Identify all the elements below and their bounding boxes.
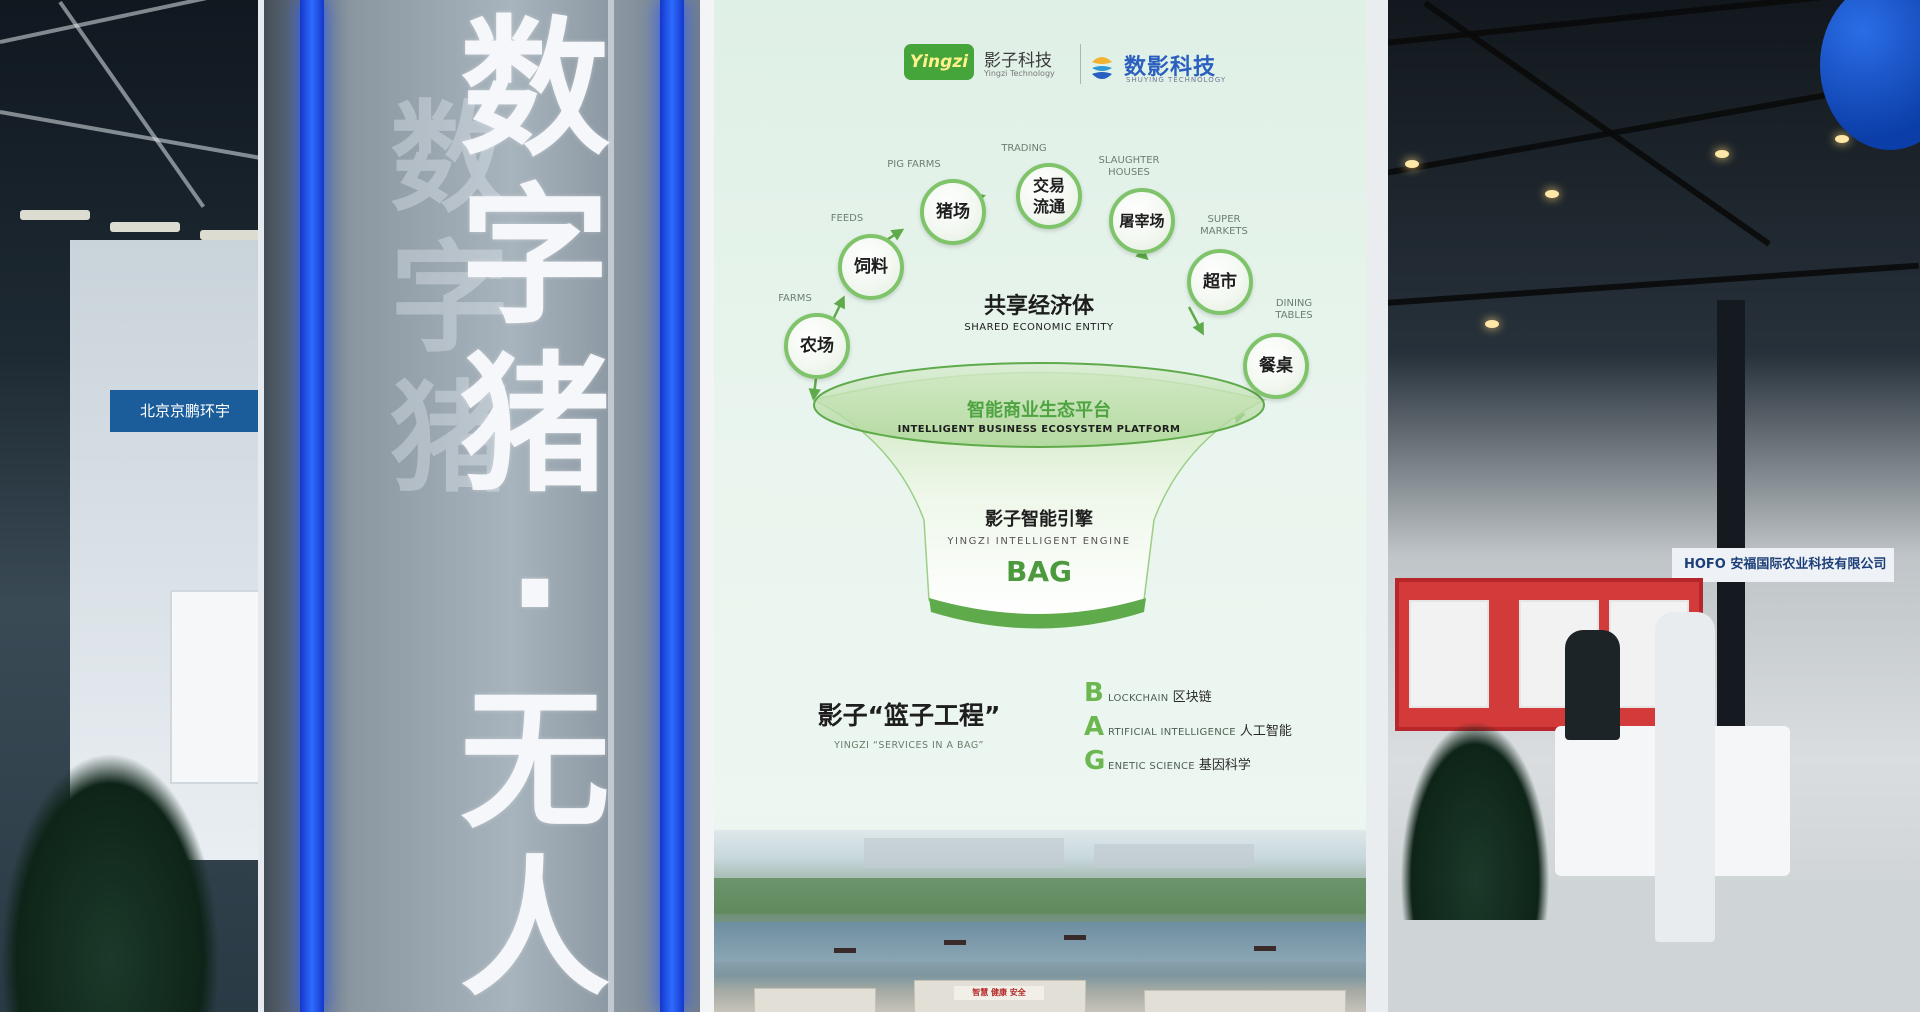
platform-subtitle: INTELLIGENT BUSINESS ECOSYSTEM PLATFORM: [897, 424, 1181, 435]
pig-farms-node: 猪场: [920, 179, 986, 245]
person: [1565, 630, 1620, 740]
bag-word-rest: LOCKCHAIN: [1108, 693, 1169, 704]
trading-node: 交易 流通: [1016, 163, 1082, 229]
person: [1655, 612, 1715, 942]
engine-subtitle: YINGZI INTELLIGENT ENGINE: [947, 536, 1131, 547]
funnel-base: [929, 598, 1146, 629]
slogan-char: 数: [459, 3, 610, 177]
shuying-logo-cn: 数影科技: [1124, 55, 1217, 80]
engine-bag-label: BAG: [1006, 555, 1072, 588]
node-label-en: SLAUGHTER HOUSES: [1098, 155, 1160, 178]
pillar-reflection-text: 数 字 猪: [390, 90, 510, 509]
plant-right: [1400, 720, 1550, 920]
left-booth: 北京京鹏环宇: [70, 240, 264, 860]
yingzi-logo-en: Yingzi Technology: [984, 69, 1055, 78]
platform-title: 智能商业生态平台: [967, 400, 1111, 421]
node-label-en: DINING TABLES: [1275, 298, 1313, 321]
left-booth-sign: 北京京鹏环宇: [110, 390, 260, 432]
bag-row-genetic: G ENETIC SCIENCE 基因科学: [1084, 746, 1364, 780]
slogan-char: 字: [459, 171, 610, 345]
bag-word-cn: 区块链: [1172, 690, 1212, 705]
shuying-logo-icon: [1092, 57, 1112, 79]
funnel-rim: [814, 363, 1264, 447]
bag-word-cn: 基因科学: [1198, 758, 1251, 773]
plant-left: [0, 752, 220, 1012]
bag-word-cn: 人工智能: [1239, 724, 1292, 739]
bag-project-subtitle: YINGZI “SERVICES IN A BAG”: [834, 740, 984, 751]
bag-word-rest: ENETIC SCIENCE: [1108, 761, 1195, 772]
node-label-en: TRADING: [1001, 143, 1047, 154]
bag-project-title: 影子“篮子工程”: [817, 701, 1001, 730]
shared-economy-subtitle: SHARED ECONOMIC ENTITY: [964, 322, 1114, 333]
shared-economy-title: 共享经济体: [983, 294, 1094, 319]
slogan-char: 人: [459, 843, 610, 1012]
bag-letter: A: [1084, 712, 1105, 742]
bag-letter: G: [1084, 746, 1106, 776]
bag-word-rest: RTIFICIAL INTELLIGENCE: [1108, 727, 1236, 738]
glass-pillar: [258, 0, 718, 1012]
pillar-vertical-slogan: 数 字 猪 · 无 人: [420, 6, 650, 1012]
slogan-char: 猪: [459, 339, 610, 513]
hofo-booth-sign: HOFO 安福国际农业科技有限公司: [1672, 548, 1894, 582]
feeds-node: 饲料: [838, 234, 904, 300]
node-label-en: PIG FARMS: [887, 159, 941, 170]
farms-node: 农场: [784, 313, 850, 379]
slogan-char: 无: [459, 675, 610, 849]
bag-letter: B: [1084, 678, 1104, 708]
yingzi-logo-icon: Yingzi: [904, 44, 974, 80]
node-label-en: SUPER MARKETS: [1200, 214, 1248, 237]
supermarkets-node: 超市: [1187, 249, 1253, 315]
yingzi-poster: Yingzi 影子科技 Yingzi Technology 数影科技 SHUYI…: [714, 0, 1366, 1012]
left-booth-display: [170, 590, 264, 784]
slaughter-houses-node: 屠宰场: [1109, 188, 1175, 254]
yingzi-logo-cn: 影子科技: [984, 51, 1052, 71]
bag-row-ai: A RTIFICIAL INTELLIGENCE 人工智能: [1084, 712, 1364, 746]
blue-light-strip: [300, 0, 324, 1012]
node-label-en: FEEDS: [830, 213, 864, 224]
slogan-char: ·: [506, 507, 564, 681]
dining-tables-node: 餐桌: [1243, 333, 1309, 399]
engine-title: 影子智能引擎: [985, 509, 1093, 530]
shuying-logo-en: SHUYING TECHNOLOGY: [1126, 76, 1227, 84]
blue-light-strip: [660, 0, 684, 1012]
river-landscape-photo: 智慧 健康 安全: [714, 830, 1366, 1012]
bag-row-blockchain: B LOCKCHAIN 区块链: [1084, 678, 1364, 712]
supply-chain-diagram: FARMS 农场 FEEDS 饲料 PIG FARMS 猪场 TRADING 交…: [714, 0, 1366, 660]
hall-column: [1717, 300, 1745, 730]
diagram-graphics: [808, 192, 1267, 629]
node-label-en: FARMS: [778, 293, 812, 304]
bag-acronym-list: B LOCKCHAIN 区块链 A RTIFICIAL INTELLIGENCE…: [1084, 678, 1364, 780]
logo-divider: [1080, 44, 1081, 84]
logo-bar: Yingzi 影子科技 Yingzi Technology 数影科技 SHUYI…: [714, 40, 1366, 90]
photo-sign: 智慧 健康 安全: [954, 986, 1044, 1000]
